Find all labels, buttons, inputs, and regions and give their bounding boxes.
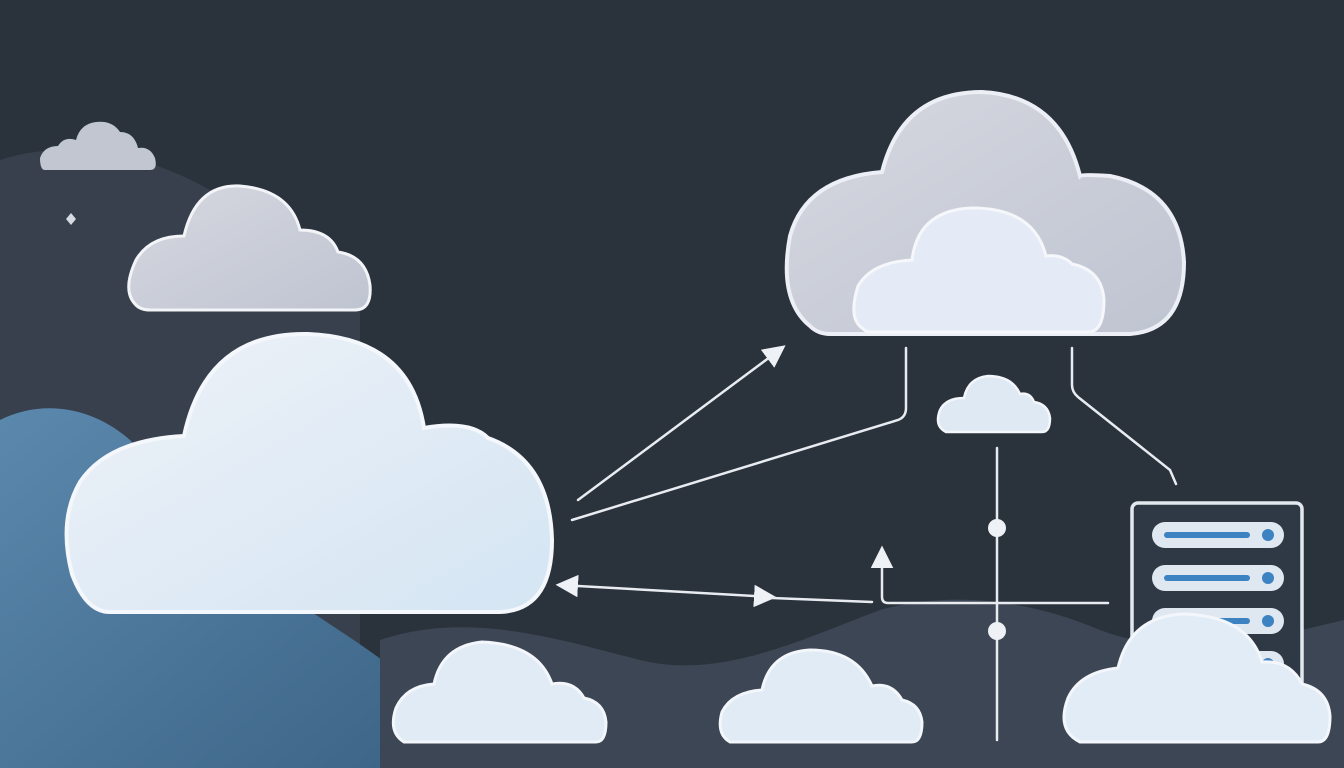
connection-lines	[555, 345, 1178, 742]
cloud-icon	[718, 648, 924, 744]
server-slot-bar	[1164, 532, 1250, 538]
cloud-icon	[64, 331, 555, 614]
arrow-horizontal	[555, 574, 777, 608]
cloud-icon	[391, 640, 608, 744]
server-status-light	[1262, 572, 1274, 584]
server-slot-bar	[1164, 575, 1250, 581]
clouds	[40, 89, 1187, 744]
sparkle-icon	[66, 213, 76, 225]
line-to-top-cloud	[570, 346, 908, 522]
network-node-icon	[988, 519, 1006, 537]
network-nodes	[988, 519, 1006, 640]
server-status-light	[1262, 615, 1274, 627]
line-horizontal-ext	[770, 596, 874, 604]
cloud-icon	[40, 121, 156, 170]
line-to-server	[1070, 346, 1178, 486]
arrow-upper	[576, 345, 786, 502]
cloud-icon	[1062, 612, 1332, 744]
network-node-icon	[988, 622, 1006, 640]
arrow-up-small	[870, 545, 1110, 605]
server-status-light	[1262, 529, 1274, 541]
cloud-icon	[936, 374, 1052, 434]
cloud-icon	[127, 184, 372, 312]
cloud-icon	[852, 206, 1106, 334]
